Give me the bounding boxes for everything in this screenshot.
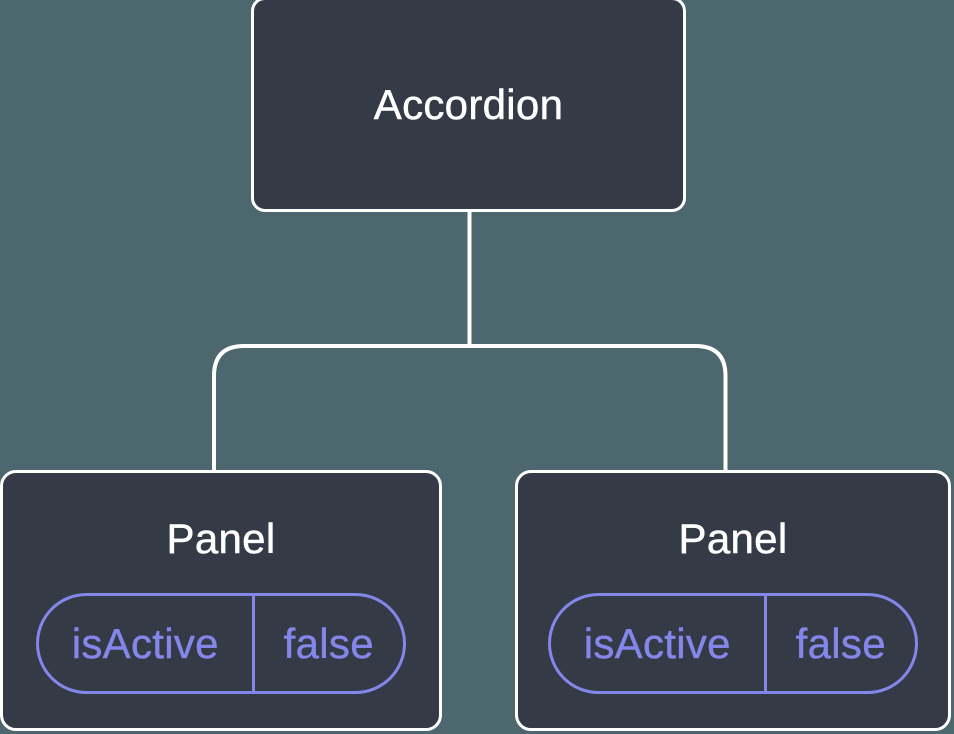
connector-branch — [212, 344, 728, 475]
panel-right-label: Panel — [678, 515, 788, 563]
accordion-node-label: Accordion — [373, 80, 564, 128]
state-value-label: false — [795, 619, 886, 667]
state-key-label: isActive — [39, 596, 255, 691]
accordion-node: Accordion — [251, 0, 686, 212]
panel-node-right: Panel isActive false — [515, 470, 951, 731]
panel-left-label: Panel — [166, 515, 276, 563]
state-value-label: false — [283, 619, 374, 667]
state-pill-right: isActive false — [548, 593, 918, 694]
state-pill-left: isActive false — [36, 593, 406, 694]
state-key-label: isActive — [551, 596, 767, 691]
panel-node-left: Panel isActive false — [0, 470, 442, 731]
